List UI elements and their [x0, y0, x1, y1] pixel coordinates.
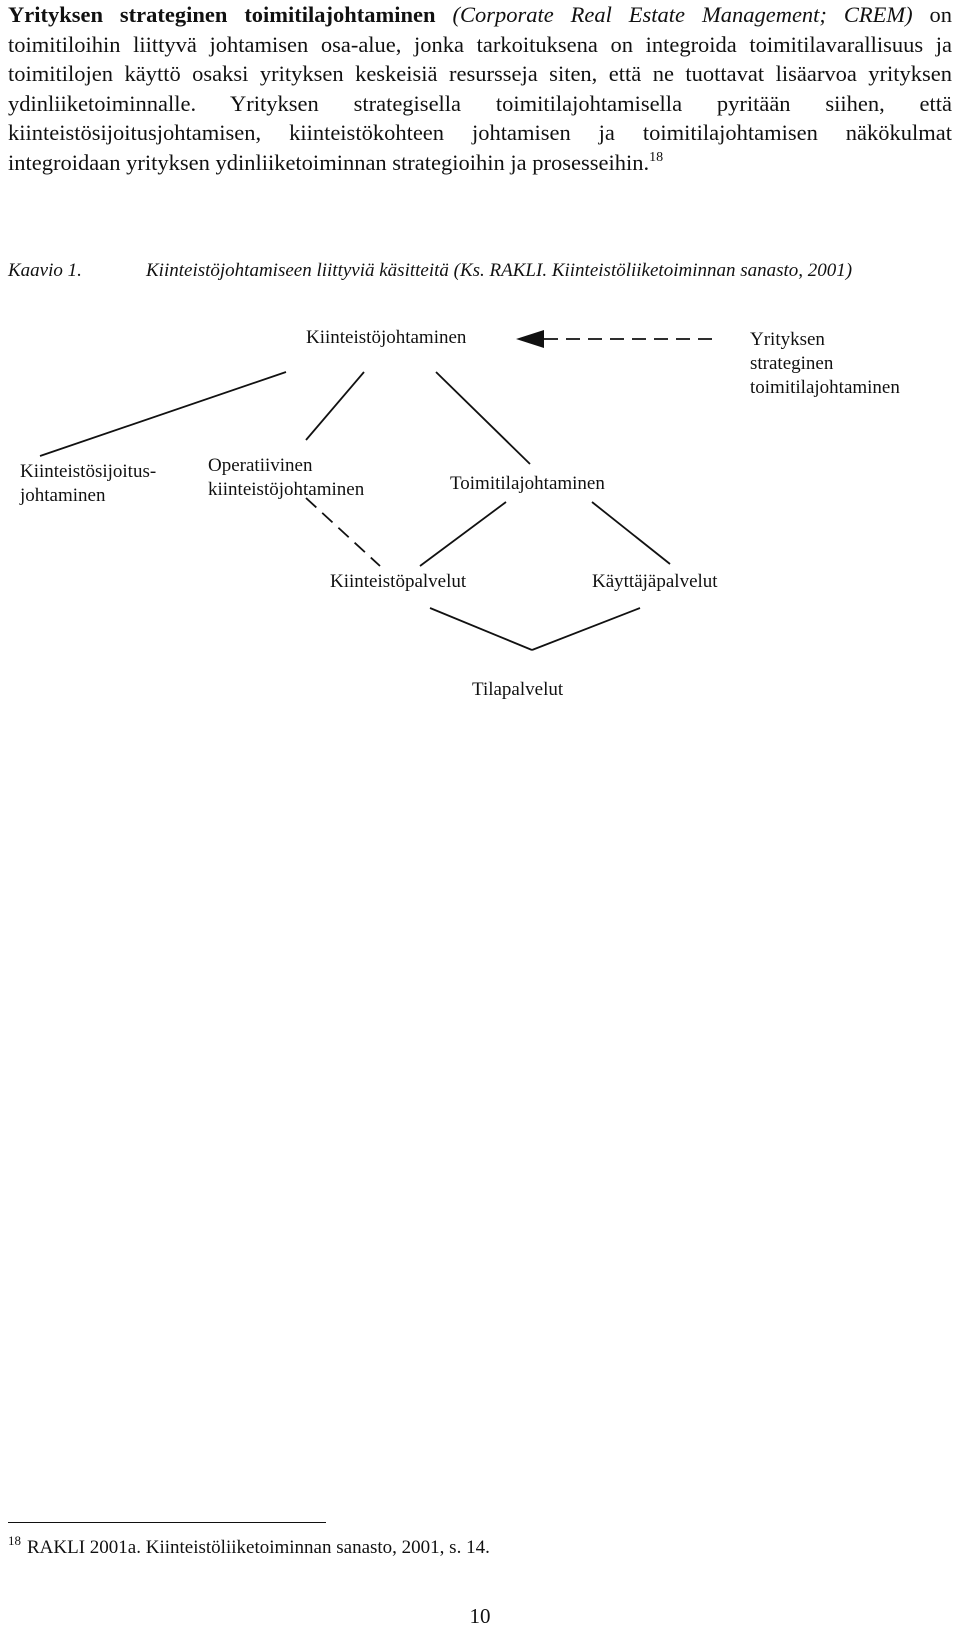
footnote-number: 18: [8, 1533, 21, 1548]
connector-toimitila-to-kiinteistopalvelut: [419, 501, 507, 567]
node-toimitilajohtaminen: Toimitilajohtaminen: [450, 473, 605, 494]
term-italic: (Corporate Real Estate Management; CREM): [452, 2, 913, 27]
concept-diagram: Kiinteistöjohtaminen Yrityksen strategin…: [0, 327, 960, 730]
page-number: 10: [469, 1604, 491, 1628]
body-paragraph: Yrityksen strateginen toimitilajohtamine…: [8, 0, 952, 177]
connector-toimitila-to-kayttajapalvelut: [591, 501, 671, 565]
footnote-separator: [8, 1522, 326, 1523]
footnote-text: RAKLI 2001a. Kiinteistöliiketoiminnan sa…: [27, 1537, 490, 1558]
node-kiinteistopalvelut: Kiinteistöpalvelut: [330, 571, 467, 592]
node-kiinteistojohtaminen: Kiinteistöjohtaminen: [306, 327, 467, 348]
connector-root-to-toimitila: [435, 371, 531, 465]
node-kayttajapalvelut: Käyttäjäpalvelut: [592, 571, 718, 592]
node-kiinteistosijoitusjohtaminen: Kiinteistösijoitus- johtaminen: [20, 461, 157, 506]
connector-kiinteistopalvelut-to-tilapalvelut: [429, 607, 533, 651]
diagram-connectors: [39, 330, 716, 651]
footnote: 18 RAKLI 2001a. Kiinteistöliiketoiminnan …: [8, 1533, 490, 1560]
dashed-connector-operatiivinen-to-kiinteistopalvelut: [305, 497, 381, 567]
footnote-reference: 18: [649, 149, 664, 165]
node-strateginen-toimitilajohtaminen: Yrityksen strateginen toimitilajohtamine…: [750, 329, 900, 398]
term-bold: Yrityksen strateginen toimitilajohtamine…: [8, 2, 436, 27]
node-tilapalvelut: Tilapalvelut: [472, 679, 564, 700]
arrow-head: [516, 330, 544, 348]
connector-root-to-sijoitus: [39, 371, 287, 457]
connector-kayttajapalvelut-to-tilapalvelut: [531, 607, 641, 651]
node-operatiivinen-kiinteistojohtaminen: Operatiivinen kiinteistöjohtaminen: [208, 455, 365, 500]
caption-number: Kaavio 1.: [8, 260, 82, 281]
paragraph-text: on toimitiloihin liittyvä johtamisen osa…: [8, 2, 952, 175]
connector-root-to-operatiivinen: [305, 371, 365, 441]
caption-text: Kiinteistöjohtamiseen liittyviä käsittei…: [146, 260, 853, 281]
